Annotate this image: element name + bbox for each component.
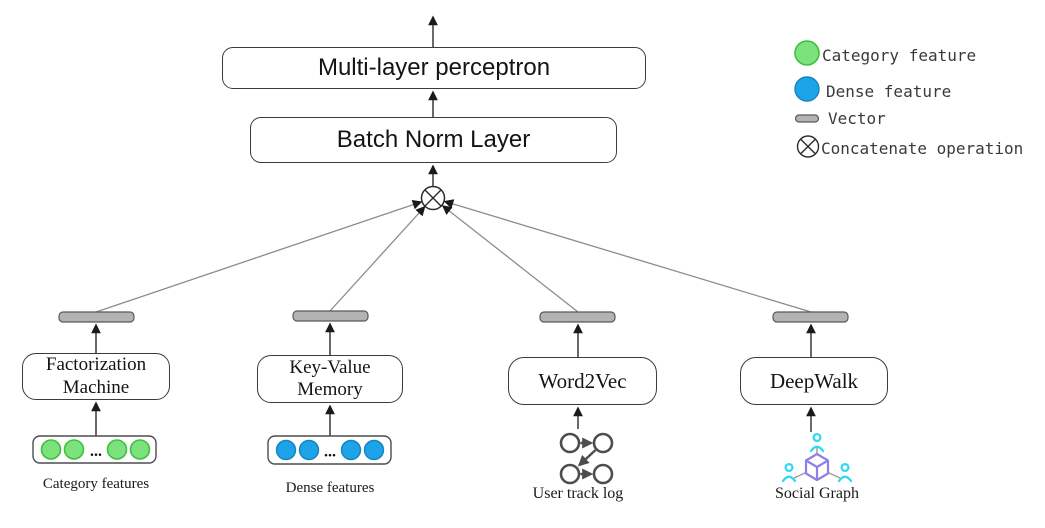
- socialgraph-edge: [826, 471, 841, 479]
- cube-icon: [804, 452, 830, 482]
- caption-user-track-log: User track log: [532, 485, 624, 502]
- category-feature-circle: [129, 439, 151, 460]
- legend-concat-x2: [800, 138, 816, 155]
- dense-ellipsis: ...: [324, 444, 336, 461]
- legend-label-dense-feature: Dense feature: [826, 82, 952, 101]
- vector-bar-dw: [772, 311, 849, 323]
- person-head: [784, 462, 794, 473]
- dense-feature-circle: [363, 439, 385, 461]
- legend-label-concatenate-operation: Concatenate operation: [821, 139, 1024, 158]
- tracklog-arrow-2: [577, 449, 597, 467]
- legend-swatches: [794, 40, 820, 158]
- node-word2vec: Word2Vec: [508, 357, 657, 405]
- person-head: [840, 462, 850, 473]
- concat-x2: [424, 189, 442, 207]
- caption-social-graph: Social Graph: [775, 485, 859, 502]
- tracklog-node: [559, 463, 581, 485]
- user-track-log-icon: [559, 432, 614, 485]
- node-deepwalk: DeepWalk: [740, 357, 888, 405]
- dense-feature-circle: [275, 439, 297, 461]
- tracklog-node: [559, 432, 581, 454]
- node-factorization-machine: Factorization Machine: [22, 353, 170, 400]
- category-features-container: [32, 435, 157, 464]
- node-label-line: Machine: [62, 376, 130, 398]
- dense-feature-circle: [298, 439, 320, 461]
- node-key-value-memory: Key-Value Memory: [257, 355, 403, 403]
- legend-concatenate-icon: [796, 135, 820, 158]
- tracklog-node: [592, 432, 614, 454]
- vector-bar-w2v: [539, 311, 616, 323]
- legend-vector-bar: [794, 114, 820, 123]
- connector-fm-to-concat: [95, 200, 423, 313]
- category-feature-circle: [63, 439, 85, 460]
- social-graph-icon: [781, 432, 853, 483]
- connector-dw-to-concat: [443, 199, 812, 313]
- legend-label-category-feature: Category feature: [822, 46, 977, 65]
- tracklog-node: [592, 463, 614, 485]
- vector-bars: [58, 310, 849, 323]
- vector-bar-fm: [58, 311, 135, 323]
- category-feature-circle: [40, 439, 62, 460]
- node-label-line: Key-Value: [289, 356, 371, 378]
- node-label-line: Memory: [297, 379, 363, 400]
- caption-category-features: Category features: [42, 476, 150, 492]
- person-body: [837, 475, 853, 483]
- caption-dense-features: Dense features: [285, 480, 375, 496]
- legend-label-vector: Vector: [828, 109, 886, 128]
- concatenate-node-icon: [420, 185, 446, 211]
- connector-w2v-to-concat: [441, 205, 579, 313]
- node-label-line: Factorization: [45, 354, 147, 376]
- legend-concat-circle: [796, 135, 820, 158]
- node-batch-norm-layer: Batch Norm Layer: [250, 117, 617, 163]
- person-body: [809, 445, 825, 453]
- vector-bar-kv: [292, 310, 369, 322]
- category-feature-circle: [106, 439, 128, 460]
- dense-features-container: [267, 435, 392, 465]
- dense-feature-circle: [340, 439, 362, 461]
- dense-features-group: ...: [267, 435, 392, 465]
- vertical-arrows: [91, 15, 816, 436]
- category-features-group: ...: [32, 435, 157, 464]
- fanin-connectors: [95, 199, 812, 313]
- connector-kv-to-concat: [329, 205, 426, 312]
- category-ellipsis: ...: [90, 443, 102, 460]
- legend-category-feature-circle: [794, 40, 820, 66]
- person-body: [781, 475, 797, 483]
- node-multi-layer-perceptron: Multi-layer perceptron: [222, 47, 646, 89]
- person-icon: [781, 432, 853, 483]
- legend-dense-feature-circle: [794, 76, 820, 102]
- person-head: [812, 432, 822, 443]
- socialgraph-edge: [793, 471, 808, 479]
